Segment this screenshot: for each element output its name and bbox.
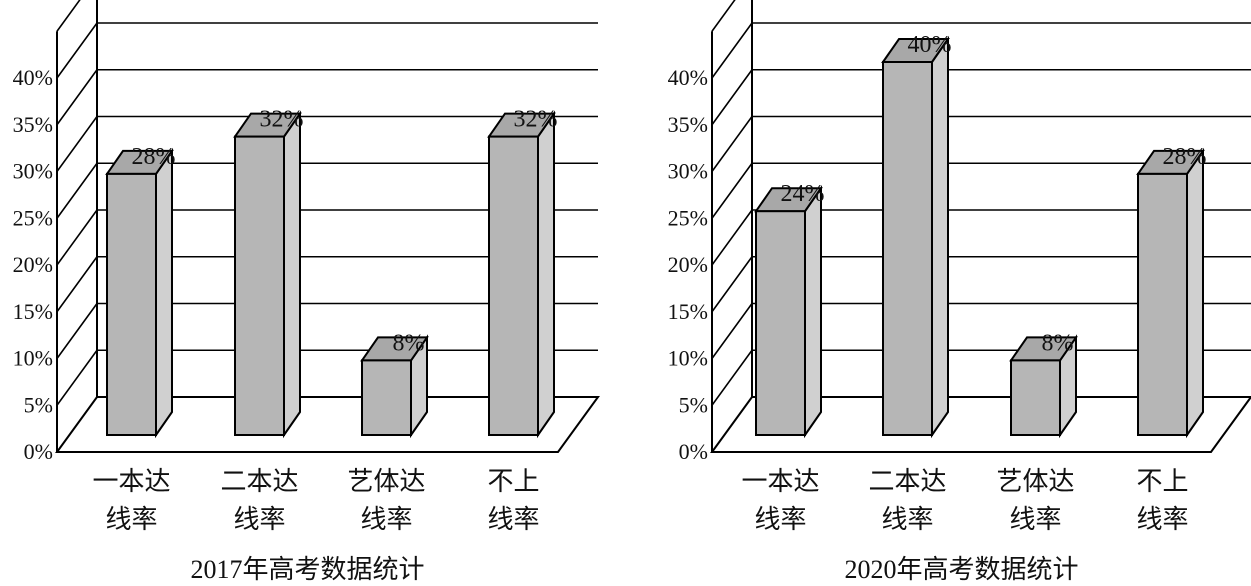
x-category-label: 二本达 xyxy=(868,467,946,497)
y-tick-label: 40% xyxy=(668,65,708,90)
data-label: 8% xyxy=(393,330,425,356)
y-tick-label: 10% xyxy=(13,346,53,371)
gridline-side xyxy=(711,256,753,313)
bar xyxy=(1009,334,1078,439)
y-tick-label: 5% xyxy=(24,392,53,417)
y-tick-label: 35% xyxy=(668,112,708,137)
gridline-side xyxy=(711,162,753,219)
y-tick-label: 0% xyxy=(679,439,708,464)
x-category-label: 线率 xyxy=(105,505,157,535)
x-category-label: 不上 xyxy=(487,467,539,497)
x-category-label: 线率 xyxy=(360,505,412,535)
data-label: 32% xyxy=(514,107,558,133)
y-tick-label: 15% xyxy=(13,299,53,324)
gridline-side xyxy=(56,116,98,172)
bar-front xyxy=(234,135,285,436)
x-category-label: 线率 xyxy=(1009,505,1061,535)
bar-side xyxy=(283,110,301,439)
chart-title: 2017年高考数据统计 xyxy=(190,555,424,584)
bar-front xyxy=(361,359,412,436)
bar xyxy=(1136,147,1205,439)
gridline-side xyxy=(56,162,98,219)
gridline-side xyxy=(56,22,98,79)
bar xyxy=(487,110,556,439)
gridline-side xyxy=(711,0,736,32)
gridline-side xyxy=(711,303,753,359)
bar-side xyxy=(931,35,949,439)
bar-front xyxy=(1137,172,1188,436)
data-label: 32% xyxy=(260,107,304,133)
gridline-side xyxy=(56,69,98,126)
x-category-label: 艺体达 xyxy=(347,467,425,497)
chart-floor xyxy=(710,396,1251,453)
gridline-side xyxy=(56,209,98,266)
gridline-side xyxy=(56,256,98,313)
data-label: 24% xyxy=(781,181,825,207)
gridline-side xyxy=(56,0,81,32)
y-tick-label: 40% xyxy=(13,65,53,90)
data-label: 28% xyxy=(132,144,176,170)
y-tick-label: 20% xyxy=(668,252,708,277)
bar-front xyxy=(1010,359,1061,436)
bar xyxy=(233,110,302,439)
chart-title: 2020年高考数据统计 xyxy=(844,555,1078,584)
y-tick-label: 35% xyxy=(13,112,53,137)
y-tick-label: 20% xyxy=(13,252,53,277)
y-tick-label: 25% xyxy=(668,205,708,230)
gridline-side xyxy=(711,116,753,172)
x-category-label: 线率 xyxy=(754,505,806,535)
bar-front xyxy=(488,135,539,436)
y-tick-label: 10% xyxy=(668,346,708,371)
gridline-side xyxy=(711,209,753,266)
gridline-side xyxy=(56,303,98,359)
gridline-side xyxy=(711,349,753,406)
y-tick-label: 5% xyxy=(679,392,708,417)
bar xyxy=(360,334,429,439)
y-tick-label: 30% xyxy=(13,159,53,184)
x-category-label: 线率 xyxy=(881,505,933,535)
x-category-label: 线率 xyxy=(233,505,285,535)
bar-front xyxy=(882,61,933,436)
x-category-label: 二本达 xyxy=(220,467,298,497)
x-category-label: 线率 xyxy=(487,505,539,535)
chart-floor xyxy=(55,396,600,453)
bar-side xyxy=(155,147,173,439)
x-category-label: 线率 xyxy=(1136,505,1188,535)
bar xyxy=(105,147,174,439)
x-category-label: 一本达 xyxy=(741,467,819,497)
y-tick-label: 25% xyxy=(13,205,53,230)
bar xyxy=(754,185,823,439)
y-tick-label: 0% xyxy=(24,439,53,464)
data-label: 8% xyxy=(1042,330,1074,356)
bar-side xyxy=(804,185,822,439)
y-tick-label: 30% xyxy=(668,159,708,184)
bar-front xyxy=(106,172,157,436)
x-category-label: 艺体达 xyxy=(996,467,1074,497)
bar-front xyxy=(755,210,806,436)
data-label: 28% xyxy=(1163,144,1207,170)
gridline-side xyxy=(711,22,753,79)
bar xyxy=(881,35,950,439)
x-category-label: 一本达 xyxy=(92,467,170,497)
gridline-side xyxy=(711,69,753,126)
gridline-side xyxy=(56,349,98,406)
x-category-label: 不上 xyxy=(1136,467,1188,497)
bar-side xyxy=(1186,147,1204,439)
data-label: 40% xyxy=(908,32,952,58)
y-tick-label: 15% xyxy=(668,299,708,324)
bar-side xyxy=(537,110,555,439)
